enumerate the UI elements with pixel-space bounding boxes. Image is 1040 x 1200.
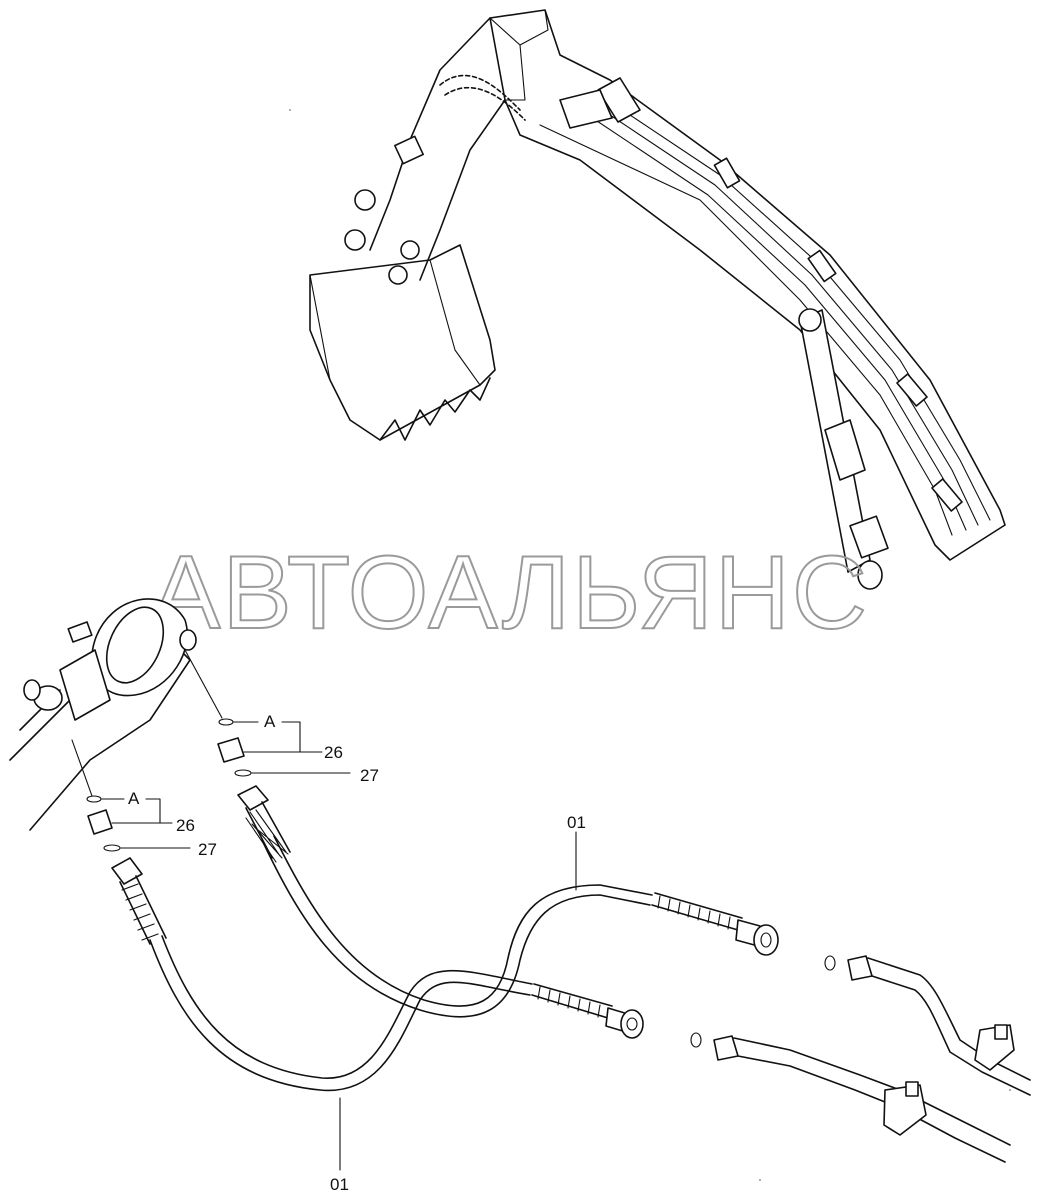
upper-fitting-group: A 26 27 bbox=[217, 712, 379, 785]
o-ring-icon bbox=[824, 955, 836, 971]
adapter-icon bbox=[87, 809, 113, 835]
o-ring-icon bbox=[86, 795, 102, 803]
watermark-text: АВТОАЛЬЯНС bbox=[151, 535, 869, 651]
adapter-icon bbox=[217, 737, 245, 763]
hydraulic-motor-illustration bbox=[9, 598, 223, 831]
o-ring-icon bbox=[103, 844, 121, 852]
callout-27-lower: 27 bbox=[198, 840, 217, 859]
callout-27-upper: 27 bbox=[360, 766, 379, 785]
detail-a-label-upper: A bbox=[264, 712, 276, 731]
hose-assemblies: 01 01 bbox=[111, 785, 779, 1194]
o-ring-icon bbox=[690, 1032, 702, 1048]
callout-26-upper: 26 bbox=[324, 743, 343, 762]
o-ring-icon bbox=[234, 769, 252, 777]
excavator-arm-illustration bbox=[309, 9, 1006, 590]
o-ring-icon bbox=[218, 718, 234, 726]
mating-pipes bbox=[690, 955, 1031, 1163]
hose-spring-guard bbox=[119, 875, 167, 945]
hose-end-fitting bbox=[531, 983, 644, 1039]
callout-01-upper: 01 bbox=[567, 813, 586, 832]
detail-a-label-lower: A bbox=[128, 789, 140, 808]
callout-26-lower: 26 bbox=[176, 816, 195, 835]
hose-spring-guard bbox=[245, 801, 291, 863]
lower-fitting-group: A 26 27 bbox=[86, 789, 217, 859]
hose-end-fitting bbox=[651, 892, 779, 956]
callout-01-lower: 01 bbox=[330, 1175, 349, 1194]
